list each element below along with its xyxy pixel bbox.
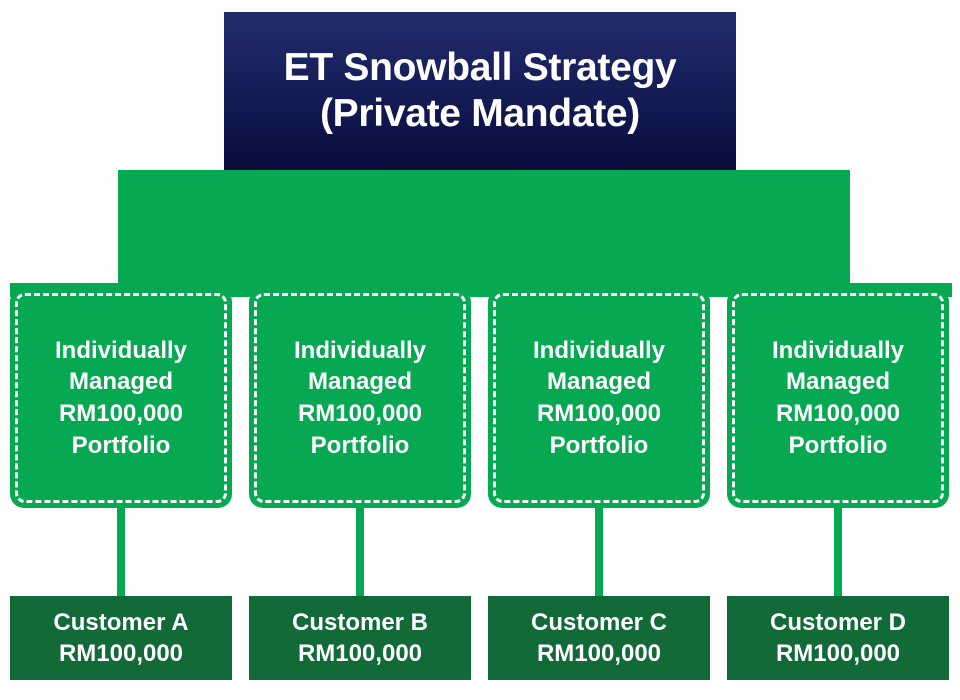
customer-node-b-amount: RM100,000 (297, 640, 423, 667)
horizontal-bus-connector (10, 283, 952, 297)
portfolio-node-3-text: Individually Managed RM100,000 Portfolio (488, 288, 710, 508)
root-node-title-line-1: ET Snowball Strategy (283, 45, 677, 89)
portfolio-node-2-line-4: Portfolio (310, 431, 410, 459)
portfolio-node-1-line-3: RM100,000 (58, 400, 184, 427)
portfolio-node-4-text: Individually Managed RM100,000 Portfolio (727, 288, 949, 508)
portfolio-node-3-line-4: Portfolio (549, 431, 649, 459)
customer-node-c-name: Customer C (530, 608, 668, 636)
portfolio-node-4[interactable]: Individually Managed RM100,000 Portfolio (727, 288, 949, 508)
portfolio-node-1-line-2: Managed (68, 368, 173, 396)
portfolio-node-4-line-4: Portfolio (788, 431, 888, 459)
portfolio-node-1-text: Individually Managed RM100,000 Portfolio (10, 288, 232, 508)
connector-portfolio-4-to-customer-d (834, 502, 842, 602)
customer-node-a[interactable]: Customer A RM100,000 (10, 596, 232, 680)
portfolio-node-2-line-2: Managed (307, 368, 412, 396)
customer-node-a-name: Customer A (53, 608, 189, 636)
portfolio-node-3-line-1: Individually (532, 336, 666, 364)
portfolio-node-3[interactable]: Individually Managed RM100,000 Portfolio (488, 288, 710, 508)
connector-portfolio-3-to-customer-c (595, 502, 603, 602)
portfolio-node-4-line-3: RM100,000 (775, 400, 901, 427)
connector-portfolio-2-to-customer-b (356, 502, 364, 602)
portfolio-node-4-line-1: Individually (771, 336, 905, 364)
customer-node-d-name: Customer D (769, 608, 907, 636)
customer-node-b-name: Customer B (291, 608, 429, 636)
customer-node-d[interactable]: Customer D RM100,000 (727, 596, 949, 680)
trunk-connector (118, 170, 850, 283)
root-node-et-snowball-strategy: ET Snowball Strategy (Private Mandate) (224, 12, 736, 170)
customer-node-b[interactable]: Customer B RM100,000 (249, 596, 471, 680)
connector-portfolio-1-to-customer-a (117, 502, 125, 602)
portfolio-node-1-line-1: Individually (54, 336, 188, 364)
portfolio-node-2-text: Individually Managed RM100,000 Portfolio (249, 288, 471, 508)
portfolio-node-1-line-4: Portfolio (71, 431, 171, 459)
customer-node-a-amount: RM100,000 (58, 640, 184, 667)
root-node-title-line-2: (Private Mandate) (320, 92, 640, 135)
customer-node-c[interactable]: Customer C RM100,000 (488, 596, 710, 680)
portfolio-node-1[interactable]: Individually Managed RM100,000 Portfolio (10, 288, 232, 508)
portfolio-node-2-line-1: Individually (293, 336, 427, 364)
customer-node-c-amount: RM100,000 (536, 640, 662, 667)
portfolio-node-2[interactable]: Individually Managed RM100,000 Portfolio (249, 288, 471, 508)
customer-node-d-amount: RM100,000 (775, 640, 901, 667)
portfolio-node-4-line-2: Managed (785, 368, 890, 396)
portfolio-node-2-line-3: RM100,000 (297, 400, 423, 427)
portfolio-node-3-line-3: RM100,000 (536, 400, 662, 427)
portfolio-node-3-line-2: Managed (546, 368, 651, 396)
